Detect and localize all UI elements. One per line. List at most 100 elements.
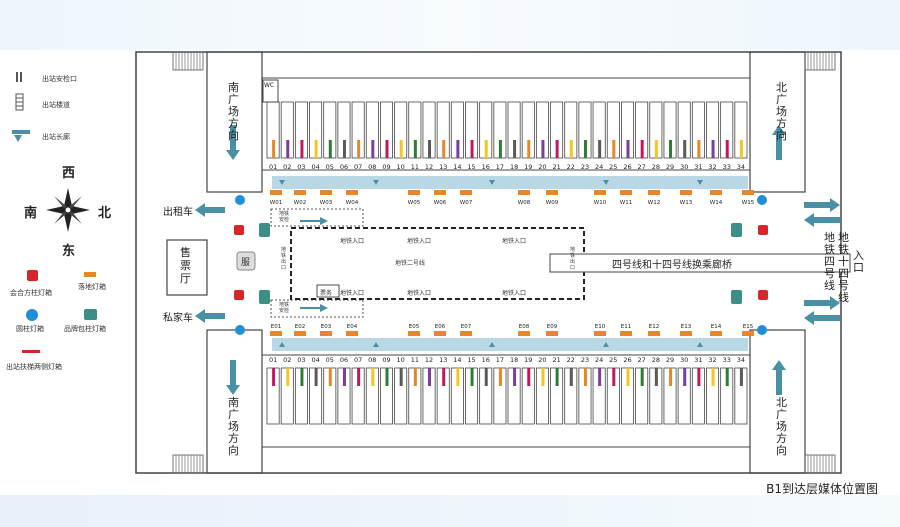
platform-top [621, 101, 634, 159]
platform-number-bottom: 25 [609, 356, 617, 364]
platform-number-top: 24 [595, 163, 603, 171]
platform-bottom [465, 367, 479, 425]
platform-bottom [294, 367, 308, 425]
floor-light-bottom [546, 331, 558, 336]
round-light-icon [26, 309, 38, 321]
taxi-label: 出租车 [163, 207, 193, 218]
metro-check-top: 地铁安检 [279, 211, 290, 223]
platform-number-top: 34 [737, 163, 745, 171]
platform-number-top: 13 [439, 163, 447, 171]
w-label: W04 [346, 200, 359, 206]
platform-number-bottom: 29 [666, 356, 674, 364]
platform-number-top: 19 [524, 163, 532, 171]
entrance-label: 入口 [853, 249, 864, 274]
platform-number-bottom: 27 [638, 356, 646, 364]
platform-top [294, 101, 308, 159]
platform-top [606, 101, 620, 159]
e-label: E10 [595, 324, 606, 330]
platform-top [592, 101, 606, 159]
escalator-icon [373, 342, 379, 347]
w-label: W06 [434, 200, 447, 206]
platform-number-bottom: 30 [680, 356, 688, 364]
floor-light-bottom [434, 331, 446, 336]
e-label: E06 [435, 324, 446, 330]
north-direction-bottom: 北广场方向 [776, 396, 787, 457]
floor-light-bottom [320, 331, 332, 336]
platform-bottom [493, 367, 507, 425]
compass-west: 西 [62, 166, 76, 181]
platform-number-top: 17 [496, 163, 504, 171]
platform-number-bottom: 02 [283, 356, 291, 364]
e-label: E14 [711, 324, 722, 330]
metro-check-bottom-box [270, 299, 364, 318]
escalator-icon [489, 180, 495, 185]
floor-light-top [408, 190, 420, 195]
platform-number-top: 12 [425, 163, 433, 171]
platform-top [309, 101, 323, 159]
platform-top [280, 101, 294, 159]
platform-number-bottom: 34 [737, 356, 745, 364]
round-light [757, 195, 767, 205]
legend-floor-light: 落地灯箱 [78, 283, 106, 291]
platform-top [677, 101, 691, 159]
platform-number-top: 32 [708, 163, 716, 171]
platform-top [408, 101, 422, 159]
platform-number-bottom: 22 [567, 356, 575, 364]
platform-number-top: 23 [581, 163, 589, 171]
platform-bottom [649, 367, 663, 425]
platform-top [578, 101, 592, 159]
service-icon [236, 251, 256, 271]
floor-light-bottom [620, 331, 632, 336]
platform-number-top: 10 [397, 163, 405, 171]
platform-bottom [592, 367, 606, 425]
platform-number-top: 26 [623, 163, 631, 171]
platform-number-top: 14 [453, 163, 461, 171]
floor-light-top [434, 190, 446, 195]
platform-top [507, 101, 521, 159]
brand-light [731, 290, 742, 304]
combo-light [758, 225, 768, 235]
metro-check-bottom: 地铁安检 [279, 302, 290, 314]
private-car-label: 私家车 [163, 313, 193, 324]
platform-number-top: 06 [340, 163, 348, 171]
w-label: W11 [620, 200, 632, 206]
platform-top [663, 101, 677, 159]
metro-entry: 地铁入口 [340, 238, 365, 245]
platform-bottom [720, 367, 734, 425]
platform-number-bottom: 08 [368, 356, 376, 364]
floor-light-top [680, 190, 692, 195]
platform-top [635, 101, 649, 159]
ticket-hall-box [166, 239, 208, 296]
platform-top [394, 101, 408, 159]
platform-number-bottom: 09 [382, 356, 390, 364]
metro-entry: 地铁入口 [407, 290, 432, 297]
platform-number-bottom: 13 [439, 356, 447, 364]
platform-bottom [691, 367, 705, 425]
legend-exit-gate: 出站安检口 [42, 75, 77, 83]
combo-light [758, 290, 768, 300]
floor-light-top [710, 190, 722, 195]
compass-east: 东 [62, 244, 76, 259]
floor-light-top [518, 190, 530, 195]
floor-light-top [270, 190, 282, 195]
direction-arrows [195, 125, 840, 395]
platform-top [493, 101, 507, 159]
escalator-icon [489, 342, 495, 347]
e-label: E04 [347, 324, 358, 330]
w-label: W09 [546, 200, 559, 206]
platform-number-bottom: 14 [453, 356, 461, 364]
compass-icon [46, 188, 90, 232]
floor-light-top [320, 190, 332, 195]
w-label: W15 [742, 200, 755, 206]
platform-bottom [337, 367, 351, 425]
w-label: W14 [710, 200, 723, 206]
handrail-light-icon [22, 350, 40, 353]
platform-bottom [323, 367, 337, 425]
platform-number-bottom: 24 [595, 356, 603, 364]
metro-entry: 地铁入口 [502, 238, 527, 245]
brand-light-icon [84, 309, 97, 320]
floor-light-bottom [408, 331, 420, 336]
escalator-icon [603, 180, 609, 185]
floor-light-bottom [742, 331, 754, 336]
